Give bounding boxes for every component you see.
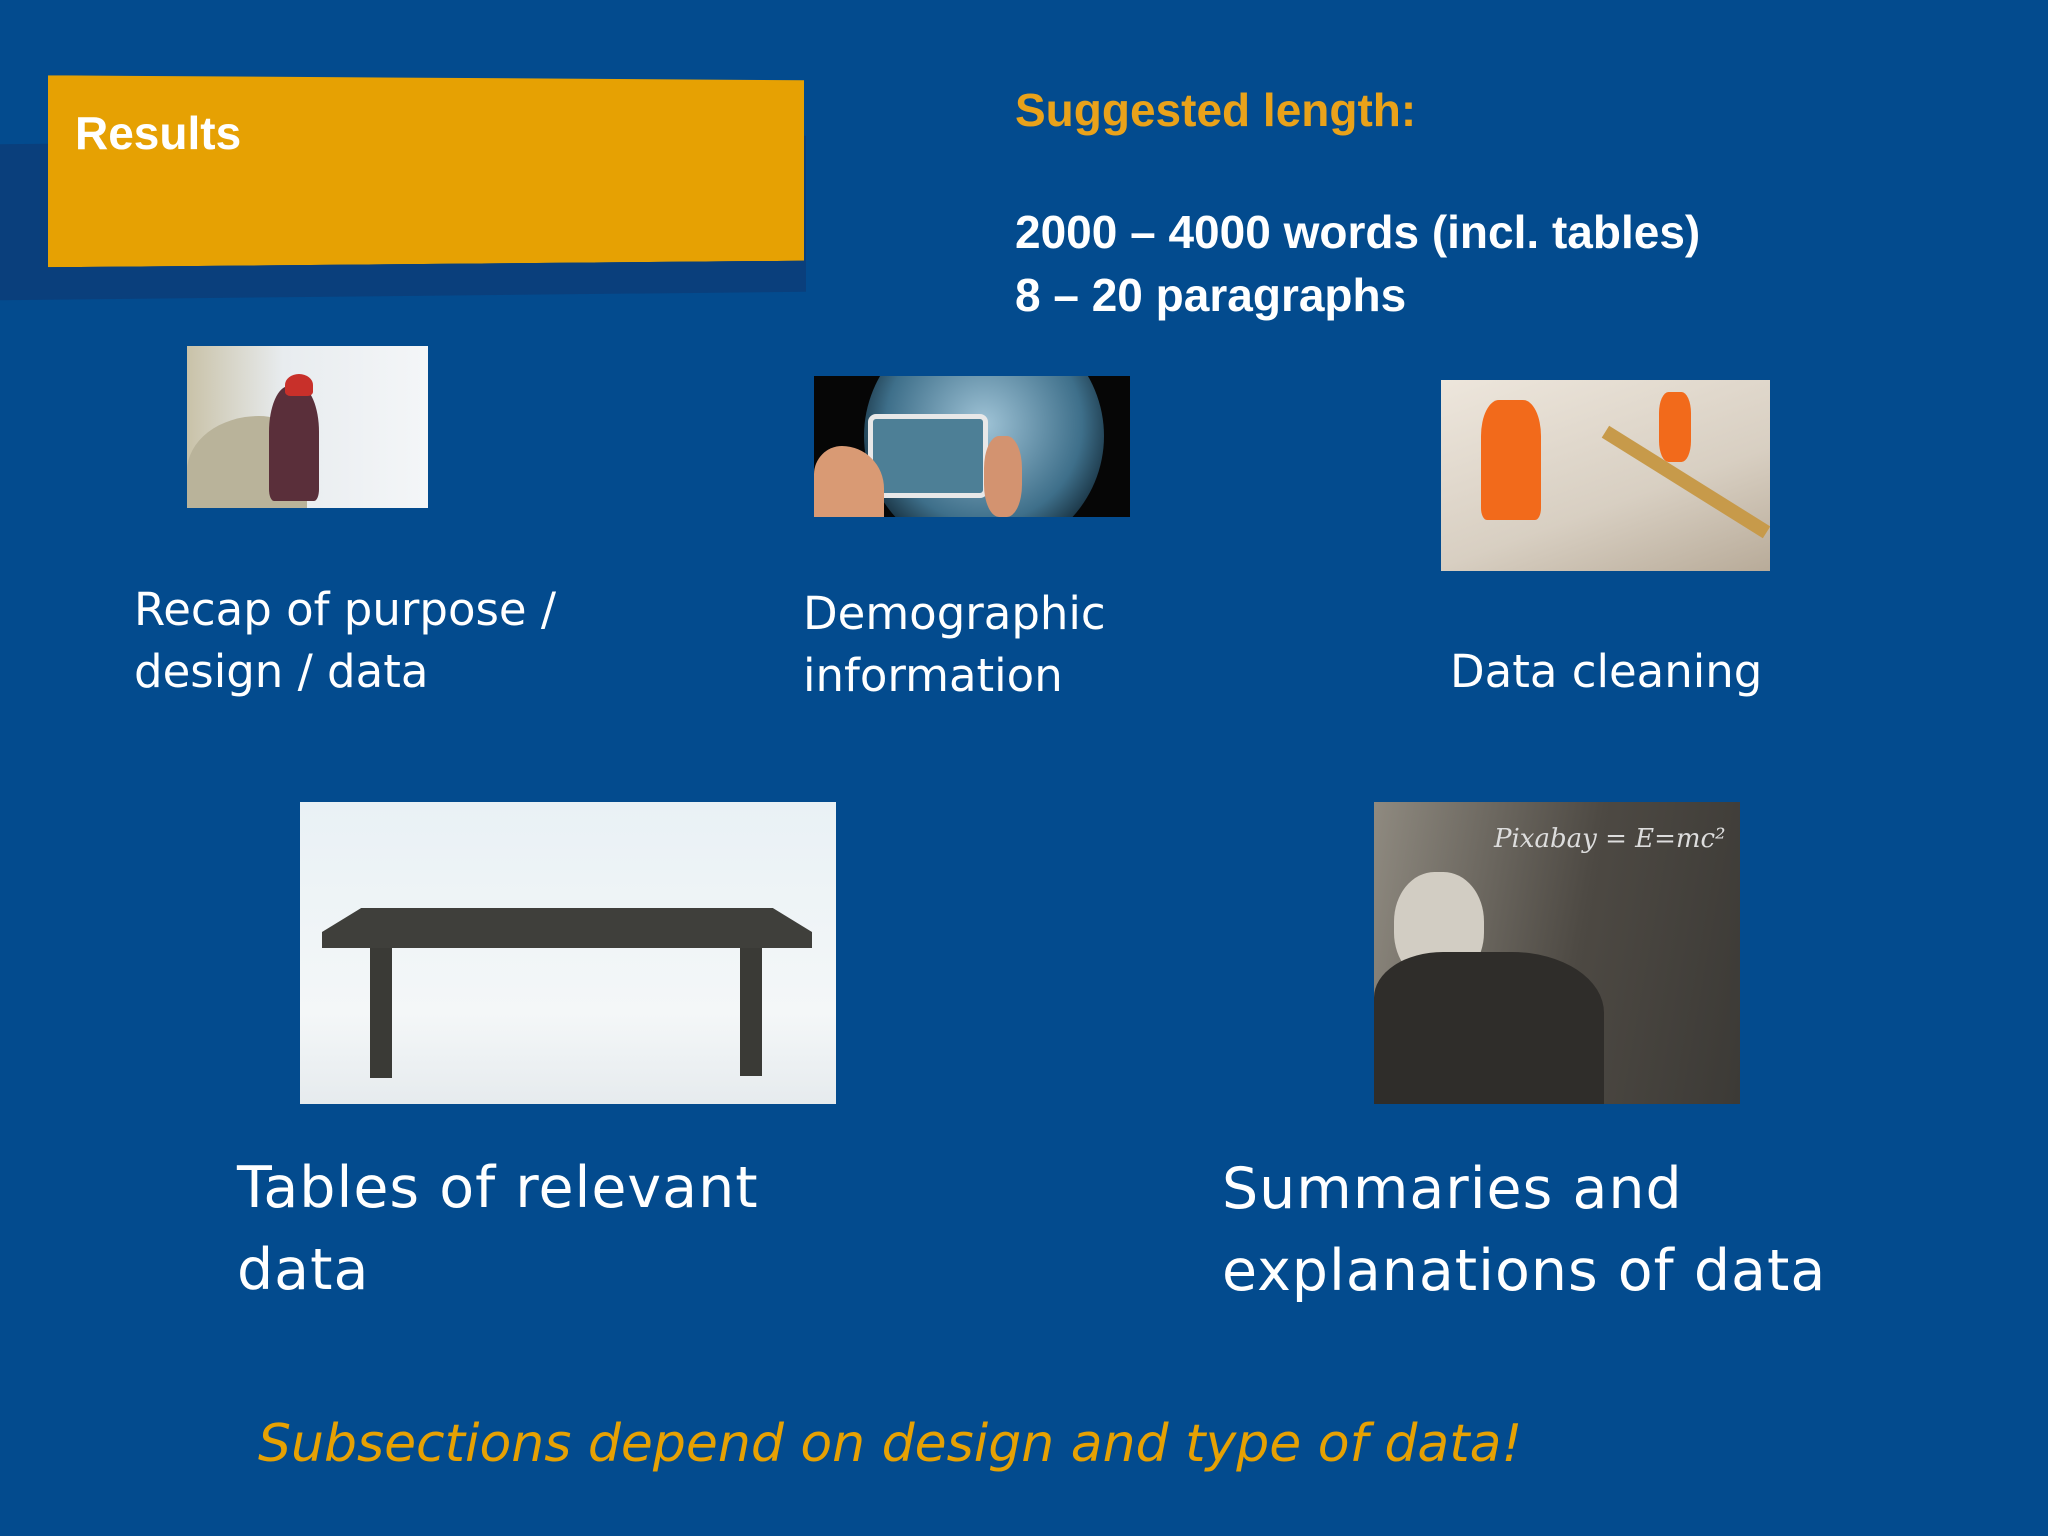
suggested-length-words: 2000 – 4000 words (incl. tables) [1015, 206, 1701, 258]
einstein-blackboard-photo: Pixabay = E=mc² [1374, 802, 1740, 1104]
item-label-line: Recap of purpose / [134, 583, 557, 636]
person-writing-on-beach-photo [187, 346, 428, 508]
item-tables: Tables of relevant data [237, 1147, 759, 1311]
item-label-line: Demographic [803, 587, 1106, 640]
item-label-line: Data cleaning [1450, 645, 1763, 698]
suggested-length-heading: Suggested length: [1015, 84, 1417, 136]
footer-note: Subsections depend on design and type of… [258, 1414, 1523, 1474]
item-recap: Recap of purpose / design / data [134, 579, 556, 703]
item-label-line: Tables of relevant [237, 1155, 759, 1221]
item-label-line: Summaries and [1222, 1156, 1683, 1222]
item-label-line: explanations of data [1222, 1238, 1827, 1304]
blackboard-text: Pixabay = E=mc² [1494, 824, 1726, 854]
item-label-line: information [803, 649, 1063, 702]
item-summaries: Summaries and explanations of data [1222, 1148, 1826, 1312]
item-label-line: design / data [134, 645, 429, 698]
title-banner [48, 69, 804, 268]
slide-title: Results [75, 107, 242, 159]
suggested-length-paragraphs: 8 – 20 paragraphs [1015, 269, 1407, 321]
wooden-table-photo [300, 802, 836, 1104]
item-data-cleaning: Data cleaning [1450, 641, 1762, 703]
phone-photographing-globe-of-faces-photo [814, 376, 1130, 517]
item-label-line: data [237, 1237, 370, 1303]
item-demographic: Demographic information [803, 583, 1106, 707]
miniature-workers-sweeping-photo [1441, 380, 1770, 571]
